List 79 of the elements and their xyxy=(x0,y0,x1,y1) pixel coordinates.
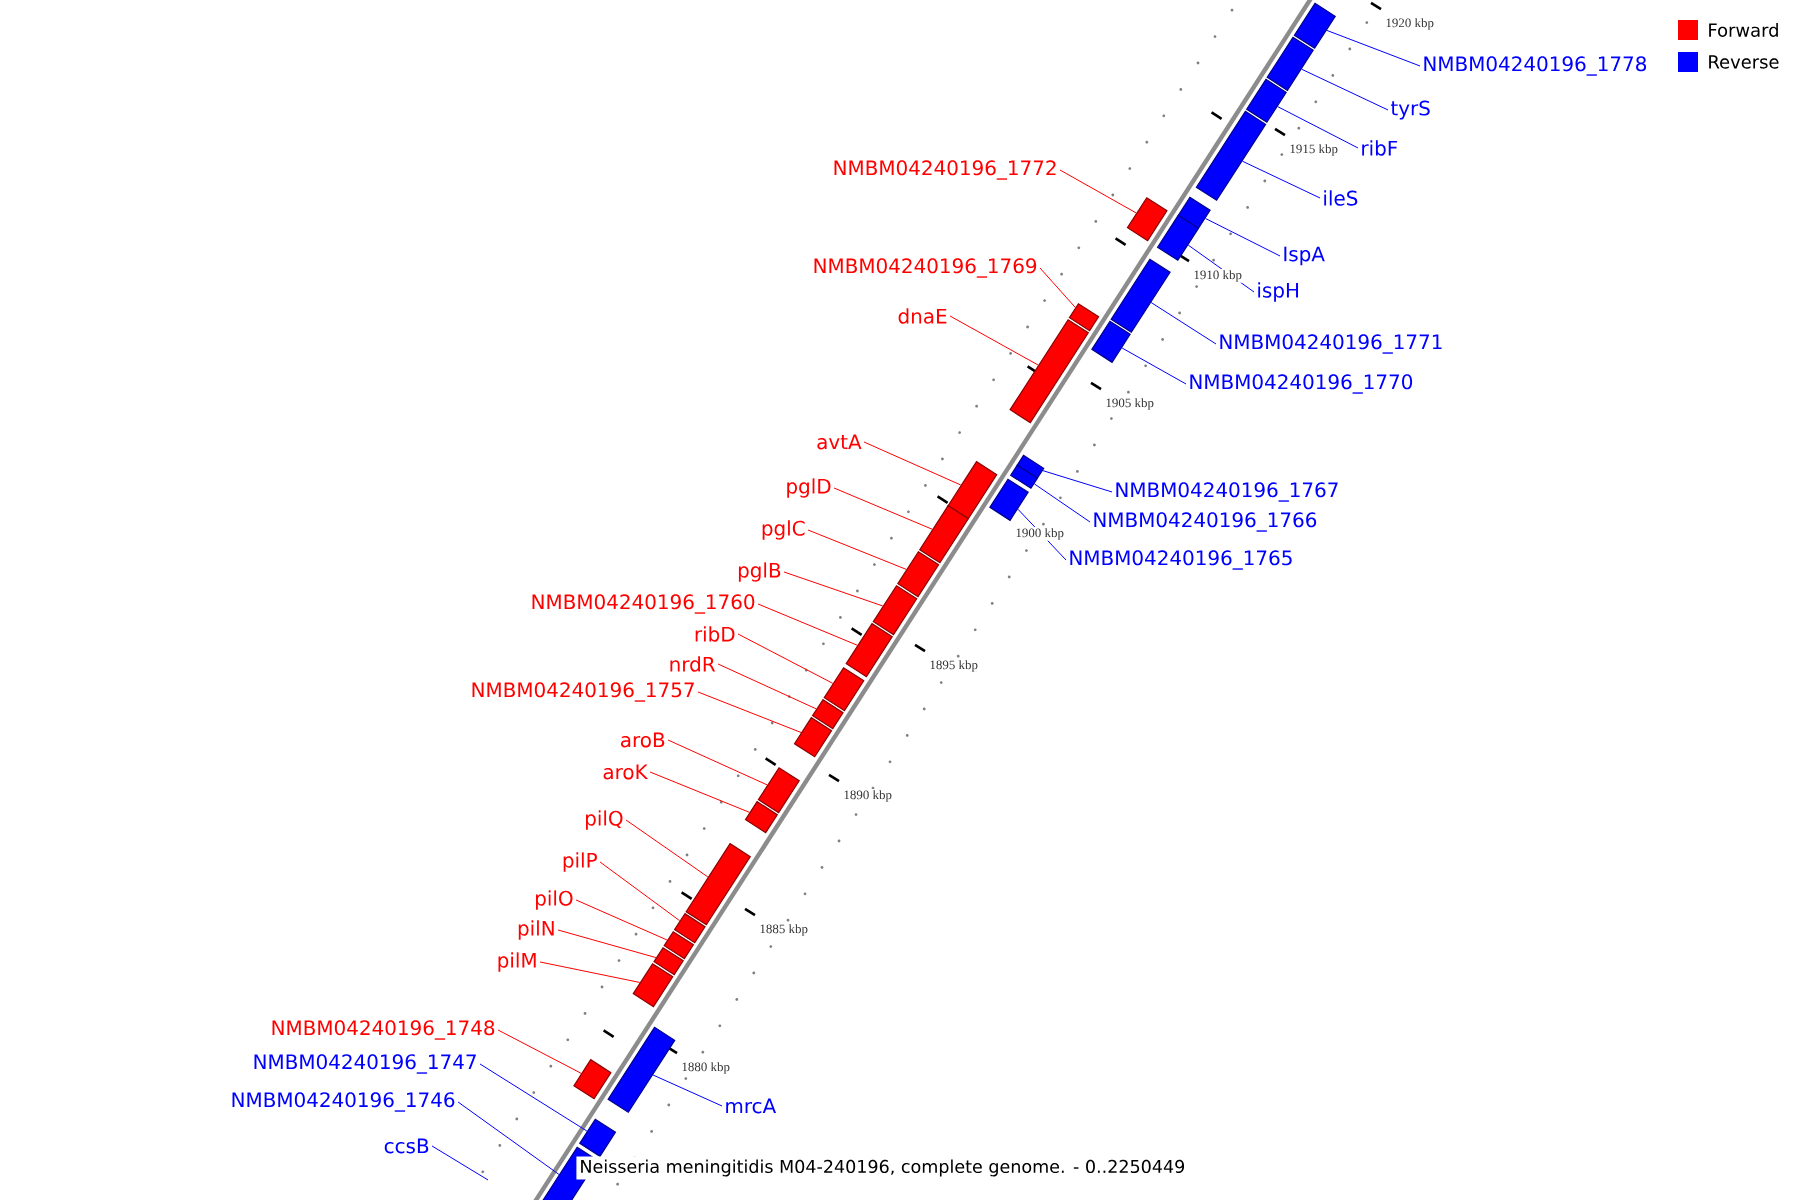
gene-label: tyrS xyxy=(1390,100,1430,120)
gene-label: pglD xyxy=(787,478,831,498)
legend-label: Forward xyxy=(1709,23,1778,37)
leader-line xyxy=(807,529,907,570)
leader-line xyxy=(1242,160,1321,199)
leader-line xyxy=(1059,169,1137,214)
leader-line xyxy=(737,633,834,684)
leader-line xyxy=(539,961,641,983)
gene-label: NMBM04240196_1771 xyxy=(1220,334,1442,354)
gene-label: NMBM04240196_1746 xyxy=(232,1092,455,1112)
leader-line xyxy=(1039,267,1076,308)
leader-line xyxy=(431,1145,489,1181)
gene-label: NMBM04240196_1767 xyxy=(1116,482,1338,502)
leader-line xyxy=(949,315,1039,366)
leader-line xyxy=(652,1074,723,1107)
gene-label: dnaE xyxy=(898,308,947,324)
gene-label: NMBM04240196_1772 xyxy=(834,160,1056,180)
leader-line xyxy=(1301,68,1389,111)
leader-line xyxy=(1205,218,1281,257)
gene-block xyxy=(1016,454,1045,480)
gene-label: pilM xyxy=(498,952,536,972)
gene-label: NMBM04240196_1766 xyxy=(1094,512,1317,532)
gene-label: pilP xyxy=(563,852,597,872)
leader-line xyxy=(833,487,933,530)
gene-label: nrdR xyxy=(670,656,716,672)
gene-label: IspA xyxy=(1284,246,1325,266)
gene-label: NMBM04240196_1748 xyxy=(272,1020,495,1040)
leader-line xyxy=(599,861,681,922)
legend-label: Reverse xyxy=(1709,55,1779,69)
gene-block xyxy=(1195,110,1267,202)
gene-block xyxy=(1266,36,1314,92)
gene-label: NMBM04240196_1769 xyxy=(814,258,1037,278)
gene-block xyxy=(578,1118,617,1158)
leader-line xyxy=(557,929,657,959)
gene-label: NMBM04240196_1778 xyxy=(1424,56,1647,76)
leader-line xyxy=(1042,470,1113,493)
gene-block xyxy=(1293,2,1336,50)
leader-line xyxy=(575,899,668,941)
leader-line xyxy=(1033,483,1091,523)
gene-label: aroK xyxy=(603,764,649,780)
leader-line xyxy=(717,663,817,710)
gene-label: pilO xyxy=(536,890,573,910)
gene-label: NMBM04240196_1765 xyxy=(1070,550,1292,570)
gene-label: aroB xyxy=(621,732,665,748)
gene-label: avtA xyxy=(817,434,862,450)
gene-label: NMBM04240196_1760 xyxy=(532,594,755,614)
leader-line xyxy=(625,819,709,878)
gene-label: pilQ xyxy=(586,810,623,830)
gene-label: pglC xyxy=(762,520,805,540)
leader-line xyxy=(757,603,858,646)
leader-line xyxy=(479,1063,588,1132)
leader-line xyxy=(1121,347,1187,385)
gene-label: pglB xyxy=(738,562,781,582)
gene-block xyxy=(1177,196,1211,230)
gene-label: pilN xyxy=(518,920,554,940)
gene-label: NMBM04240196_1747 xyxy=(254,1054,476,1074)
gene-label: NMBM04240196_1757 xyxy=(472,682,694,702)
gene-label: mrcA xyxy=(726,1098,776,1114)
gene-block xyxy=(607,1026,676,1114)
leader-line xyxy=(497,1029,582,1074)
caption: Neisseria meningitidis M04-240196, complete genome. - 0..2250449 xyxy=(576,1156,1189,1180)
leader-line xyxy=(1326,29,1421,67)
gene-label: ccsB xyxy=(384,1138,429,1154)
leader-line xyxy=(863,441,962,486)
gene-label: NMBM04240196_1770 xyxy=(1190,374,1413,394)
leader-line xyxy=(1277,106,1359,149)
leader-line xyxy=(783,571,884,607)
gene-label: ribD xyxy=(695,626,735,642)
gene-block xyxy=(1110,258,1171,334)
leader-line xyxy=(667,739,768,786)
leader-line xyxy=(1150,302,1217,345)
gene-block xyxy=(1091,320,1131,364)
leader-line xyxy=(457,1101,560,1175)
gene-block xyxy=(1245,78,1287,124)
leader-line xyxy=(697,691,802,733)
gene-label: ispH xyxy=(1258,282,1298,302)
gene-label: ileS xyxy=(1324,190,1358,206)
gene-label: ribF xyxy=(1362,140,1398,156)
leader-line xyxy=(649,771,751,813)
